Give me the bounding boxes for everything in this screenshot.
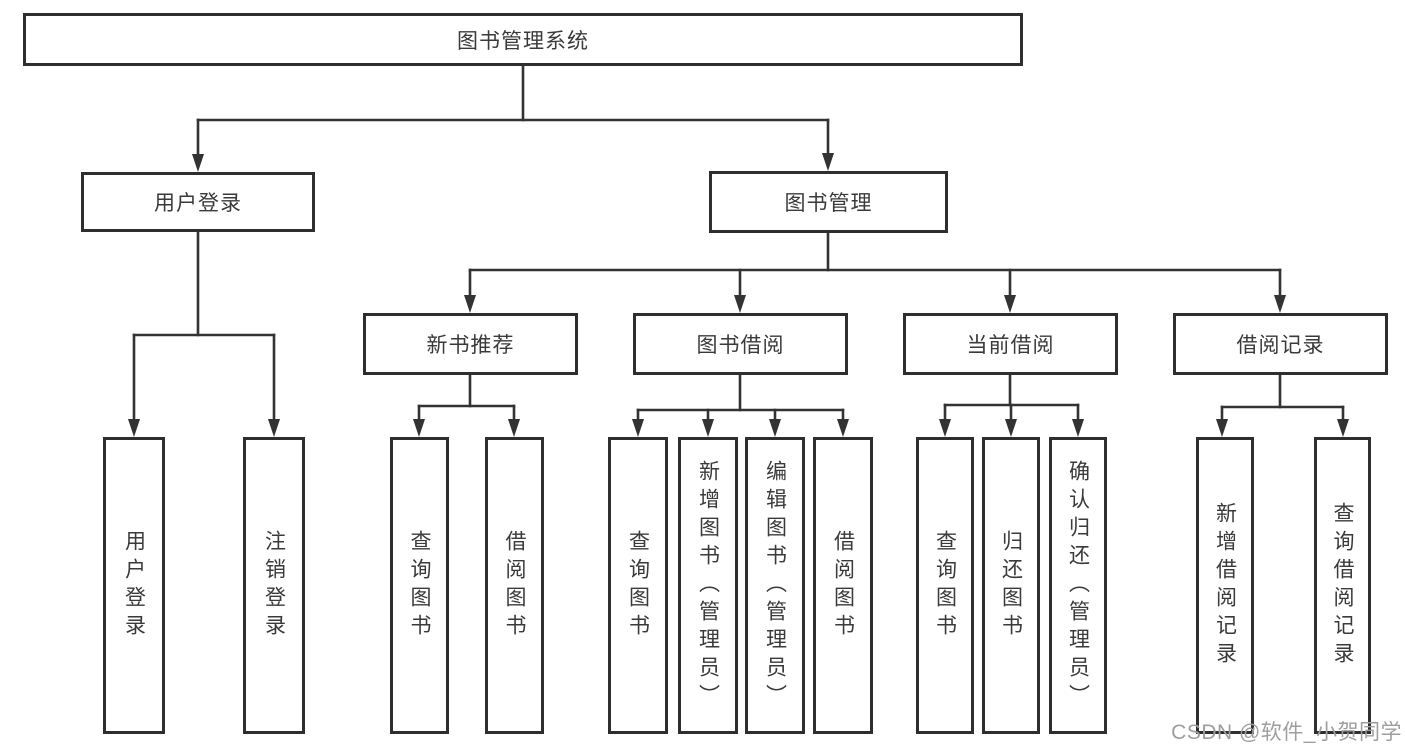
leaf-borrow-borrow-books: 借阅图书	[813, 437, 873, 734]
arrowhead-icon	[1004, 295, 1016, 313]
leaf-records-add-record: 新增借阅记录	[1196, 437, 1254, 734]
csdn-watermark: CSDN @软件_小贺同学	[1171, 721, 1402, 744]
leaf-records-query-record: 查询借阅记录	[1314, 437, 1371, 734]
leaf-recommend-query-books-label: 查询图书	[408, 529, 431, 642]
node-current-borrowing: 当前借阅	[903, 313, 1118, 375]
arrowhead-icon	[128, 419, 140, 437]
leaf-current-query-books-label: 查询图书	[933, 529, 957, 642]
node-new-book-recommendation: 新书推荐	[363, 313, 578, 375]
leaf-borrow-add-books-admin-label: 新增图书（管理员）	[696, 459, 720, 712]
arrowhead-icon	[1216, 419, 1228, 437]
leaf-current-confirm-return-admin: 确认归还（管理员）	[1049, 437, 1107, 734]
leaf-logout: 注销登录	[243, 437, 305, 734]
leaf-borrow-add-books-admin: 新增图书（管理员）	[678, 437, 738, 734]
arrowhead-icon	[464, 295, 476, 313]
node-user-login: 用户登录	[81, 172, 315, 232]
leaf-current-return-books-label: 归还图书	[999, 529, 1023, 642]
leaf-logout-label: 注销登录	[262, 529, 286, 642]
node-borrowing-records-label: 借阅记录	[1236, 334, 1325, 357]
node-user-login-label: 用户登录	[154, 192, 242, 215]
arrowhead-icon	[822, 153, 834, 171]
arrowhead-icon	[1274, 295, 1286, 313]
arrowhead-icon	[939, 419, 951, 437]
leaf-borrow-edit-books-admin: 编辑图书（管理员）	[745, 437, 805, 734]
leaf-borrow-query-books: 查询图书	[608, 437, 668, 734]
arrowhead-icon	[268, 419, 280, 437]
leaf-borrow-edit-books-admin-label: 编辑图书（管理员）	[763, 459, 787, 712]
node-book-borrowing-label: 图书借阅	[696, 334, 785, 357]
arrowhead-icon	[192, 154, 204, 172]
arrowhead-icon	[1072, 419, 1084, 437]
arrowhead-icon	[702, 419, 714, 437]
node-root: 图书管理系统	[23, 13, 1023, 66]
node-borrowing-records: 借阅记录	[1173, 313, 1388, 375]
leaf-records-add-record-label: 新增借阅记录	[1213, 501, 1237, 670]
leaf-borrow-query-books-label: 查询图书	[626, 529, 650, 642]
leaf-current-return-books: 归还图书	[982, 437, 1040, 734]
arrowhead-icon	[413, 419, 425, 437]
leaf-user-login: 用户登录	[103, 437, 165, 734]
arrowhead-icon	[837, 419, 849, 437]
node-book-management: 图书管理	[709, 171, 948, 233]
leaf-recommend-borrow-books-label: 借阅图书	[503, 529, 526, 642]
node-book-management-label: 图书管理	[784, 192, 873, 215]
node-book-borrowing: 图书借阅	[633, 313, 848, 375]
leaf-records-query-record-label: 查询借阅记录	[1331, 501, 1354, 670]
arrowhead-icon	[632, 419, 644, 437]
leaf-user-login-label: 用户登录	[122, 529, 146, 642]
node-new-book-recommendation-label: 新书推荐	[426, 334, 515, 357]
node-root-label: 图书管理系统	[457, 29, 589, 53]
arrowhead-icon	[769, 419, 781, 437]
leaf-current-confirm-return-admin-label: 确认归还（管理员）	[1066, 459, 1090, 712]
leaf-current-query-books: 查询图书	[916, 437, 974, 734]
node-current-borrowing-label: 当前借阅	[966, 334, 1055, 357]
leaf-recommend-borrow-books: 借阅图书	[485, 437, 544, 734]
arrowhead-icon	[1337, 419, 1349, 437]
arrowhead-icon	[1005, 419, 1017, 437]
arrowhead-icon	[508, 419, 520, 437]
leaf-recommend-query-books: 查询图书	[390, 437, 449, 734]
arrowhead-icon	[734, 295, 746, 313]
leaf-borrow-borrow-books-label: 借阅图书	[831, 529, 855, 642]
